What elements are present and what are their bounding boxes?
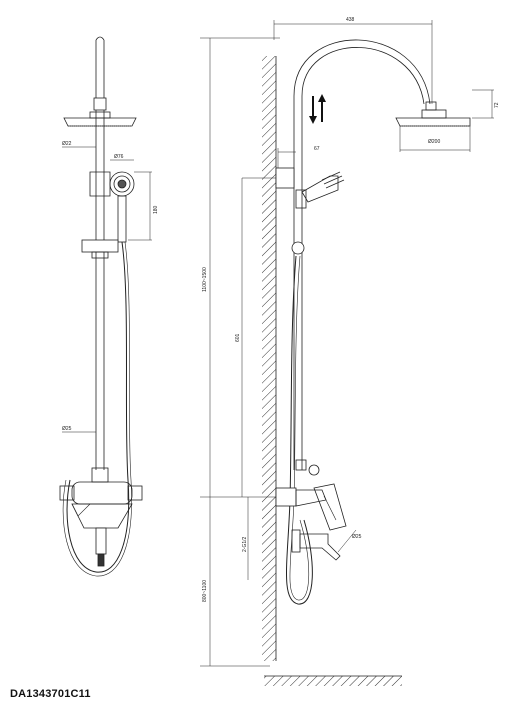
side-dim-g12: 2-G1/2 (242, 536, 248, 552)
side-dim-1100-1500: 1100~1500 (202, 267, 208, 292)
side-dim-d25: Ø25 (352, 534, 362, 540)
side-reach-dim (273, 20, 433, 104)
side-dim-d200: Ø200 (428, 139, 440, 145)
side-dim-800-1100: 800~1100 (202, 580, 208, 602)
side-dim-438: 438 (346, 17, 355, 23)
side-shower-head (395, 89, 494, 152)
front-dim-180: 180 (153, 205, 159, 214)
side-height-dims (200, 37, 290, 667)
side-hose (286, 255, 313, 605)
front-riser-pipe (93, 36, 107, 470)
side-dim-72: 72 (494, 102, 500, 108)
front-shower-head (63, 111, 137, 127)
side-mixer (275, 459, 357, 561)
model-code: DA1343701C11 (10, 688, 91, 700)
wall-hatch (262, 56, 277, 661)
side-dim-67: 67 (314, 146, 320, 152)
front-slide-holder (81, 239, 119, 259)
side-slide-knob (291, 241, 305, 255)
side-dim-601: 601 (235, 333, 241, 342)
front-hand-shower-dims (110, 159, 152, 241)
side-view (200, 20, 494, 686)
front-dim-d25: Ø25 (62, 426, 72, 432)
front-view (59, 36, 152, 577)
front-hand-shower (89, 171, 135, 243)
front-dim-d76: Ø76 (114, 154, 124, 160)
floor-hatch (264, 675, 402, 686)
front-mixer (59, 467, 143, 567)
side-wall-bracket (275, 148, 296, 189)
front-hose (66, 241, 130, 573)
height-adjust-arrows (309, 94, 326, 124)
side-arc-arm (293, 39, 437, 111)
front-dim-d22: Ø22 (62, 141, 72, 147)
side-hand-shower (295, 171, 345, 209)
